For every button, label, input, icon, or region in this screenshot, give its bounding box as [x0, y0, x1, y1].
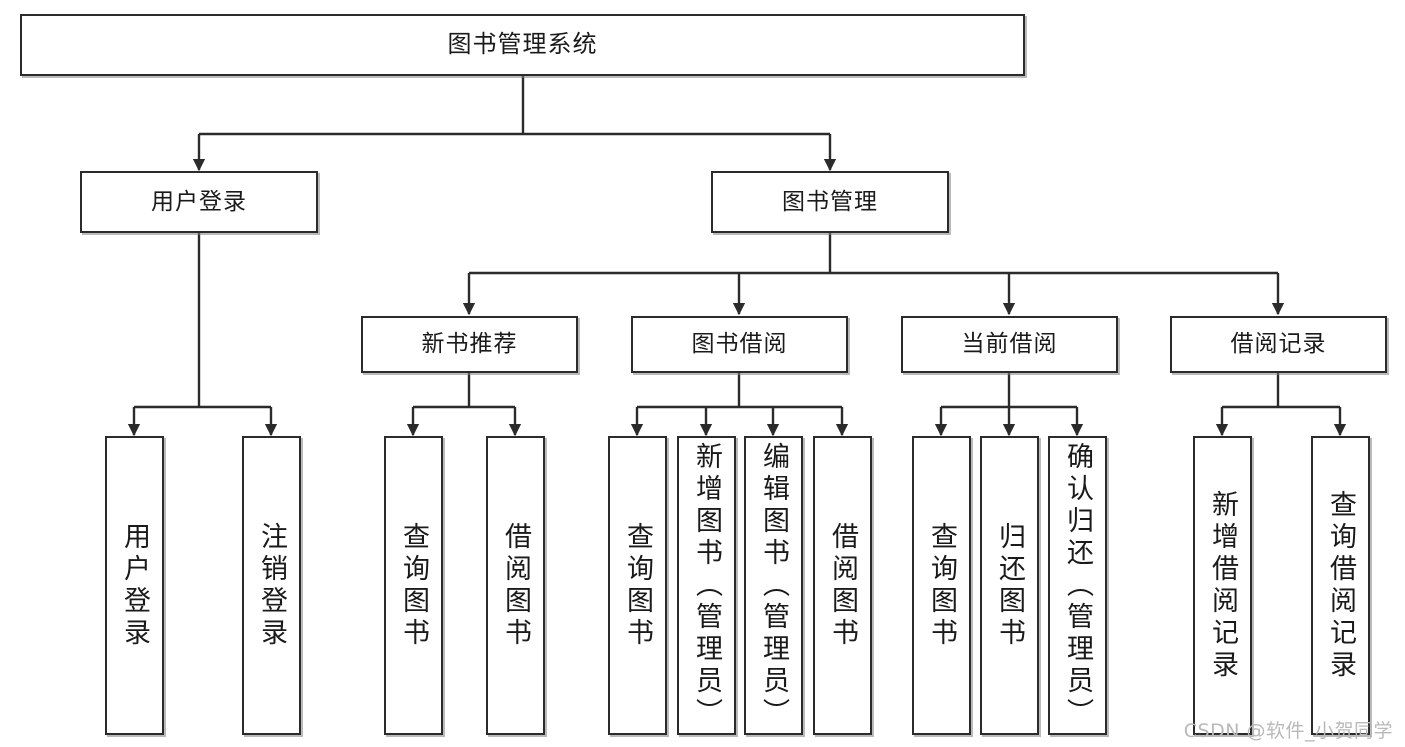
node-book-borrow[interactable]: 图书借阅 [631, 316, 848, 373]
leaf-current-borrow-return-books[interactable]: 归还图书 [980, 436, 1039, 735]
node-label: 确认归还（管理员） [1062, 441, 1093, 730]
node-label: 借阅图书 [827, 521, 858, 650]
node-label: 图书管理系统 [447, 30, 598, 59]
node-label: 新增图书（管理员） [691, 441, 722, 730]
node-user-login[interactable]: 用户登录 [80, 171, 318, 233]
leaf-book-borrow-edit-book-admin[interactable]: 编辑图书（管理员） [744, 436, 803, 735]
leaf-current-borrow-query-books[interactable]: 查询图书 [912, 436, 971, 735]
node-label: 查询图书 [398, 521, 429, 650]
node-label: 查询图书 [926, 521, 957, 650]
leaf-current-borrow-confirm-return-admin[interactable]: 确认归还（管理员） [1048, 436, 1107, 735]
node-current-borrow[interactable]: 当前借阅 [901, 316, 1118, 373]
leaf-user-login-sign-in[interactable]: 用户登录 [105, 436, 164, 735]
leaf-book-borrow-add-book-admin[interactable]: 新增图书（管理员） [677, 436, 736, 735]
node-label: 编辑图书（管理员） [758, 441, 789, 730]
leaf-borrow-record-add-record[interactable]: 新增借阅记录 [1193, 436, 1252, 735]
node-borrow-record[interactable]: 借阅记录 [1170, 316, 1387, 373]
leaf-user-login-sign-out[interactable]: 注销登录 [242, 436, 301, 735]
leaf-book-borrow-borrow-books[interactable]: 借阅图书 [813, 436, 872, 735]
leaf-new-book-query-books[interactable]: 查询图书 [384, 436, 443, 735]
node-label: 当前借阅 [961, 331, 1058, 358]
node-book-management[interactable]: 图书管理 [711, 171, 949, 233]
watermark-text: CSDN @软件_小贺同学 [1183, 720, 1393, 742]
node-label: 注销登录 [256, 521, 287, 650]
node-label: 图书借阅 [691, 331, 788, 358]
node-label: 新书推荐 [421, 331, 518, 358]
node-label: 新增借阅记录 [1207, 489, 1238, 682]
node-label: 归还图书 [994, 521, 1025, 650]
node-root-book-management-system[interactable]: 图书管理系统 [20, 14, 1025, 76]
node-label: 用户登录 [151, 188, 247, 215]
node-label: 用户登录 [119, 521, 150, 650]
node-label: 图书管理 [782, 188, 878, 215]
leaf-new-book-borrow-books[interactable]: 借阅图书 [486, 436, 545, 735]
node-label: 借阅记录 [1230, 331, 1327, 358]
node-label: 查询图书 [622, 521, 653, 650]
node-new-book-recommend[interactable]: 新书推荐 [361, 316, 578, 373]
leaf-book-borrow-query-books[interactable]: 查询图书 [608, 436, 667, 735]
node-label: 查询借阅记录 [1325, 489, 1356, 682]
leaf-borrow-record-query-record[interactable]: 查询借阅记录 [1311, 436, 1370, 735]
node-label: 借阅图书 [500, 521, 531, 650]
